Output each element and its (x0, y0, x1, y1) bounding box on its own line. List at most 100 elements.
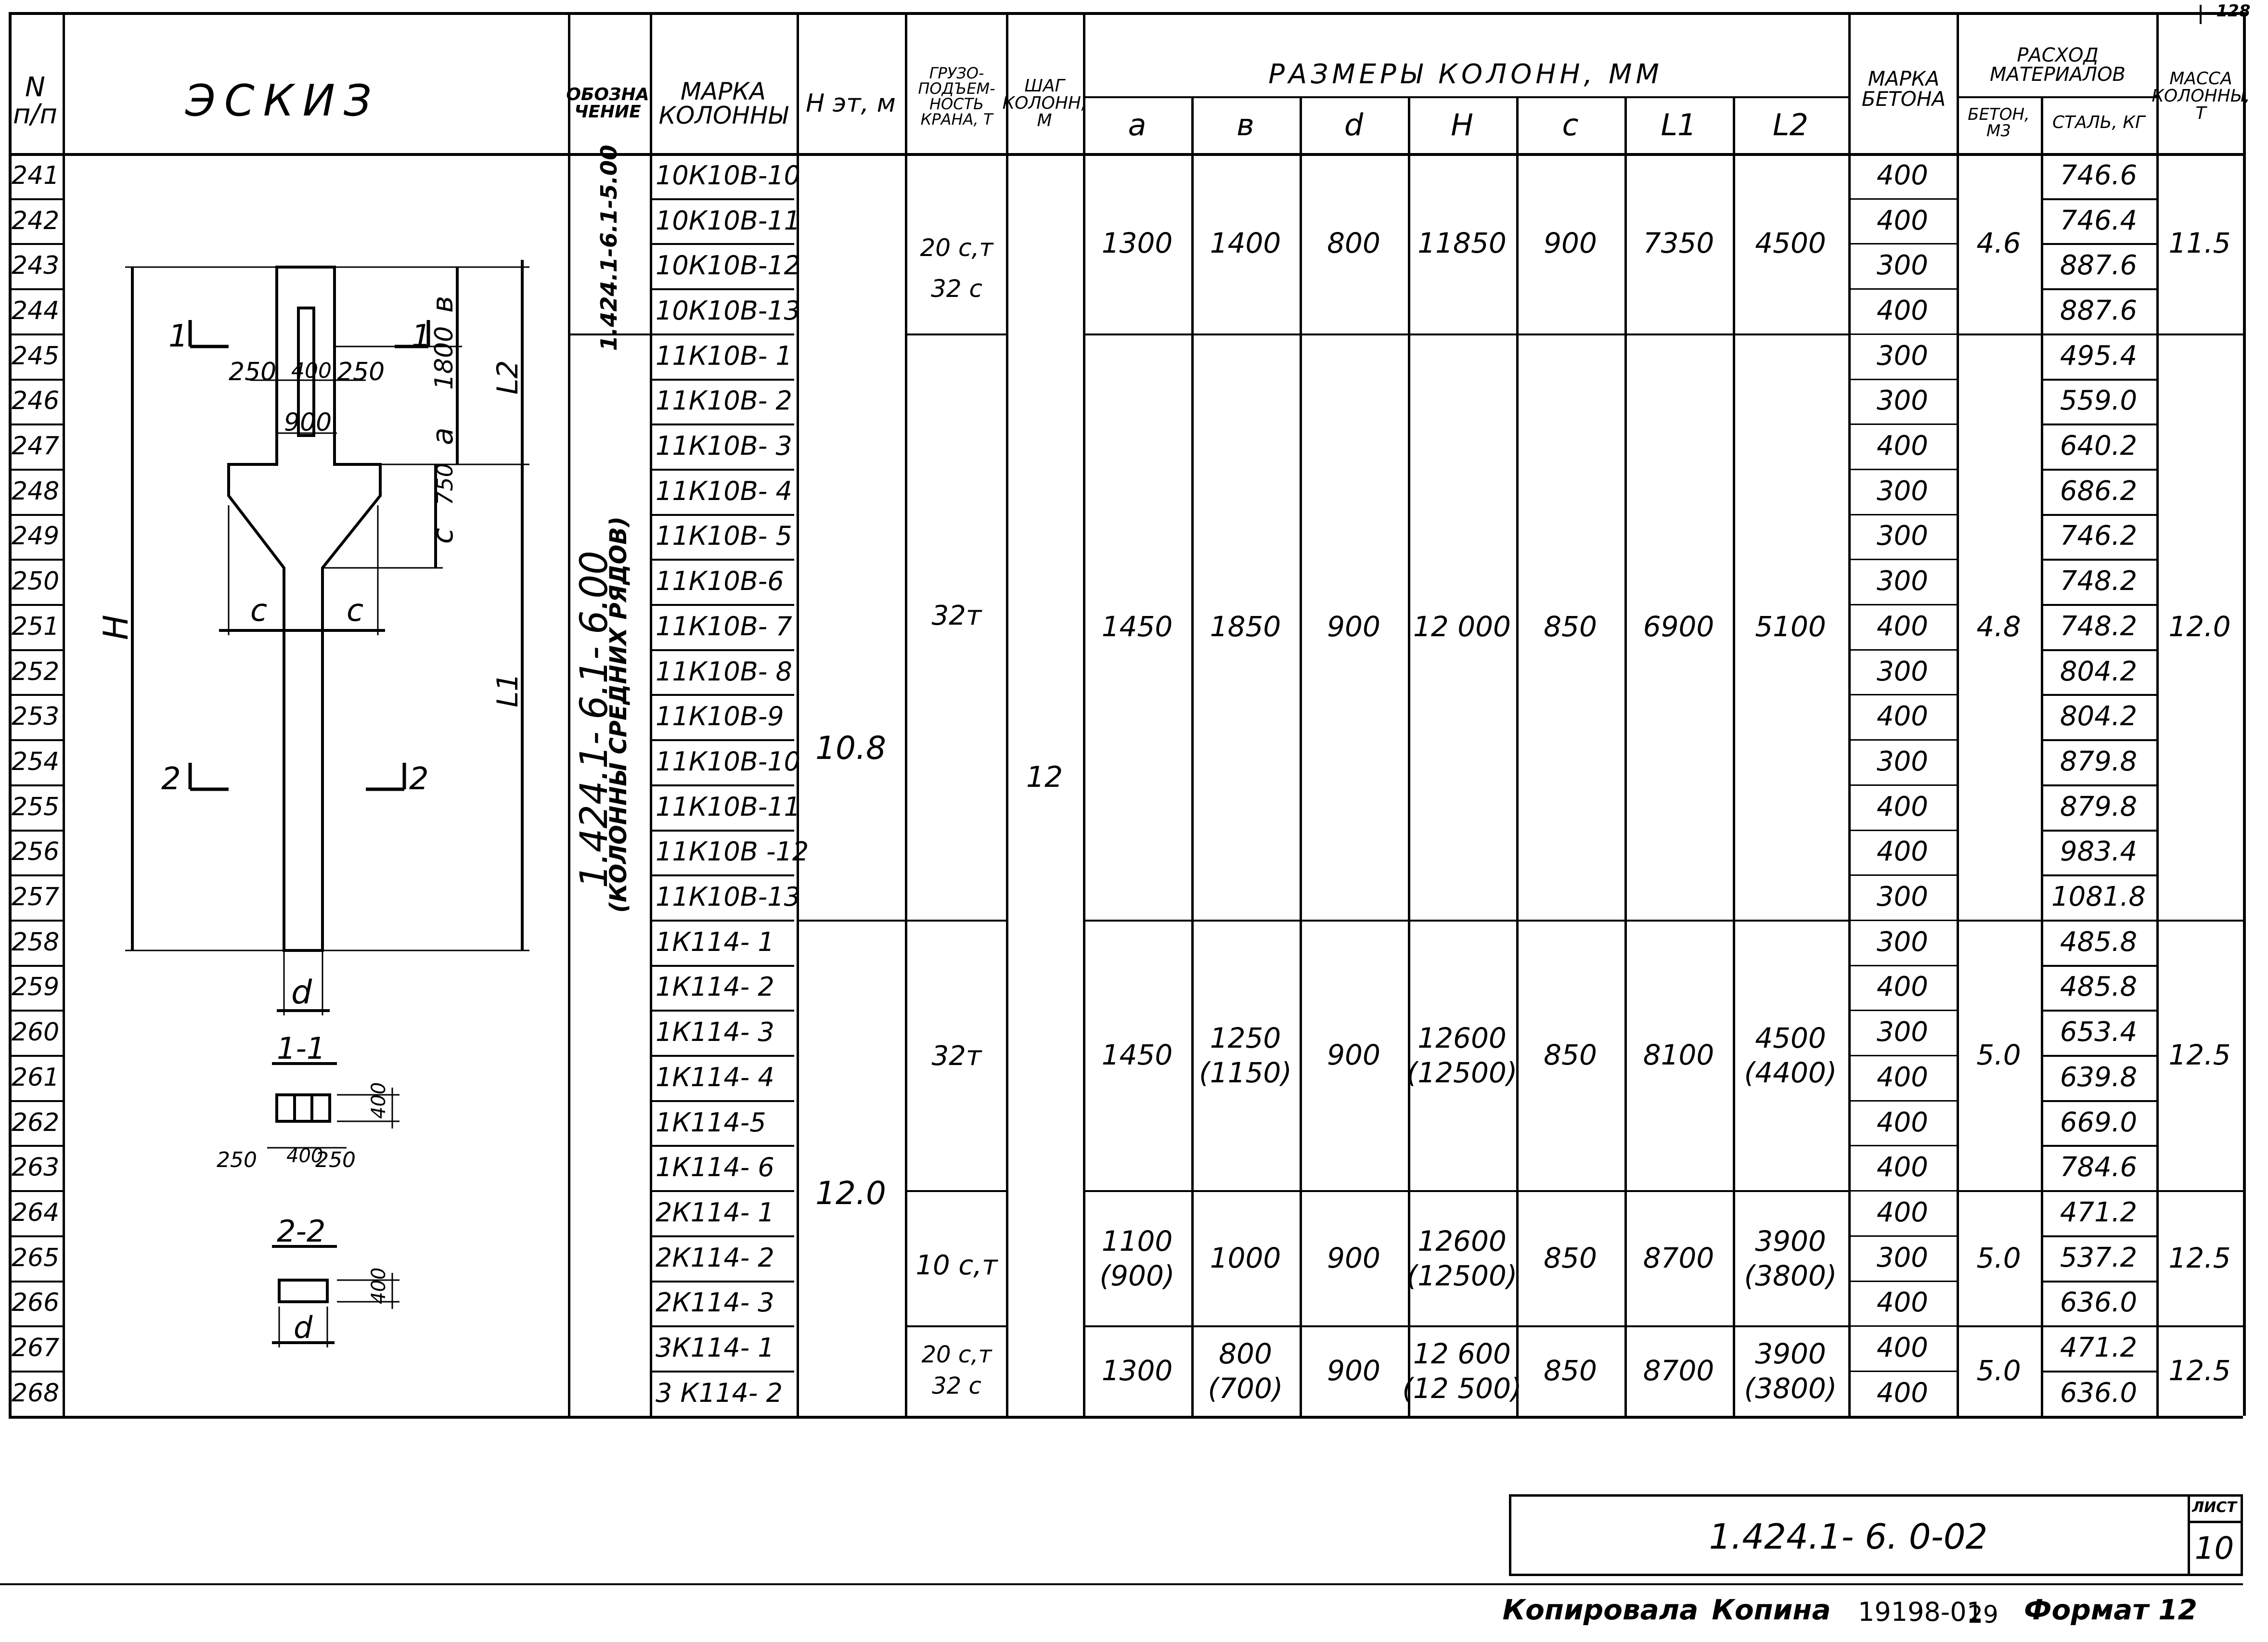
s-400c: 400 (368, 1268, 390, 1304)
row-concrete-mark: 400 (1877, 159, 1928, 191)
row-line (9, 694, 63, 696)
crane-g5b: 32 с (932, 1373, 981, 1399)
designation-line (568, 333, 650, 335)
column-line (1957, 12, 1959, 1416)
row-number: 241 (12, 161, 60, 190)
row-line (2041, 513, 2156, 516)
row-mark: 11К10В-11 (656, 791, 801, 822)
crane-g1b: 32 с (930, 275, 982, 303)
row-line (1848, 1325, 1957, 1327)
row-line (1848, 1370, 1957, 1372)
row-mark: 11К10В-9 (656, 701, 784, 732)
row-line (9, 784, 63, 786)
row-mark: 11К10В-6 (656, 566, 784, 597)
row-concrete-mark: 300 (1877, 926, 1928, 958)
column-line (1006, 12, 1008, 1416)
row-steel: 639.8 (2060, 1061, 2138, 1093)
materials-sub-rule (1957, 96, 2156, 98)
row-number: 268 (12, 1378, 60, 1408)
row-line (2041, 198, 2156, 200)
row-line (1848, 423, 1957, 425)
column-line (905, 12, 907, 1416)
size-col-c: c (1562, 107, 1579, 142)
row-line (650, 378, 794, 381)
crane-line (905, 1190, 1006, 1193)
size-col-d: d (1344, 107, 1364, 142)
row-mark: 2К114- 3 (656, 1287, 774, 1318)
dim-900: 900 (284, 408, 332, 437)
row-number: 267 (12, 1334, 60, 1363)
row-line (650, 784, 794, 786)
row-number: 254 (12, 747, 60, 776)
row-line (9, 1190, 63, 1193)
header-concrete: БЕТОН, М3 (1968, 105, 2030, 141)
row-line (2041, 874, 2156, 877)
size-col-L1: L1 (1661, 107, 1697, 142)
row-line (9, 1010, 63, 1012)
lbl-v: в (426, 296, 460, 313)
group-0-L1: 7350 (1643, 227, 1714, 260)
column-line (2156, 12, 2159, 1416)
row-line (2041, 964, 2156, 967)
row-line (9, 604, 63, 606)
row-line (650, 829, 794, 832)
lbl-c2: c (250, 593, 267, 629)
group-2-L1: 8100 (1643, 1039, 1714, 1071)
stamp-code: 1.424.1- 6. 0-02 (1709, 1516, 1988, 1557)
cut-2b: 2 (409, 761, 429, 797)
row-mark: 1К114- 1 (656, 926, 774, 957)
row-concrete-mark: 300 (1877, 475, 1928, 507)
crane-g3: 32т (931, 1040, 982, 1072)
row-concrete-mark: 400 (1877, 1287, 1928, 1319)
designation-2: 1.424.1- 6.1- 6.00 (КОЛОННЫ СРЕДНИХ РЯДО… (573, 516, 632, 913)
row-line (2041, 919, 2156, 922)
sheet-corner-number: 128 (2216, 1, 2251, 21)
stamp-list-num: 10 (2194, 1530, 2234, 1566)
row-line (1848, 964, 1957, 966)
row-steel: 804.2 (2060, 701, 2138, 732)
table-top (9, 12, 2243, 15)
row-steel: 653.4 (2060, 1016, 2138, 1048)
stamp-box (1509, 1494, 2241, 1576)
row-line (2041, 468, 2156, 471)
group-4-vol: 5.0 (1976, 1354, 2021, 1387)
group-0-vol: 4.6 (1976, 227, 2021, 260)
row-number: 244 (12, 296, 60, 325)
row-steel: 746.6 (2060, 159, 2138, 191)
footer-name: Копина (1712, 1593, 1831, 1626)
row-line (1848, 559, 1957, 561)
row-concrete-mark: 400 (1877, 295, 1928, 326)
row-line (2041, 1370, 2156, 1373)
row-mark: 1К114-5 (656, 1107, 766, 1138)
s-250a: 250 (217, 1148, 257, 1172)
group-line (2156, 1325, 2243, 1328)
row-line (2041, 1325, 2156, 1328)
row-steel: 471.2 (2060, 1332, 2138, 1364)
group-2-mass: 12.5 (2168, 1039, 2231, 1071)
row-mark: 11К10В-13 (656, 882, 801, 912)
header-mass: МАССА КОЛОННЫ, Т (2152, 69, 2250, 123)
header-floor-h: H эт, м (806, 89, 896, 118)
row-line (650, 1055, 794, 1057)
row-line (9, 919, 63, 922)
row-concrete-mark: 400 (1877, 1061, 1928, 1093)
group-3-b: 1000 (1210, 1241, 1281, 1274)
group-4-L22: (3800) (1744, 1372, 1837, 1405)
row-line (1848, 243, 1957, 245)
row-line (1848, 288, 1957, 290)
row-number: 242 (12, 206, 60, 235)
row-line (650, 198, 794, 200)
row-steel: 879.8 (2060, 745, 2138, 777)
crane-line (905, 333, 1006, 335)
group-4-H2: (12 500) (1402, 1372, 1522, 1405)
row-line (1848, 198, 1957, 200)
group-line (1083, 919, 1848, 922)
row-line (1848, 1055, 1957, 1056)
row-line (9, 559, 63, 561)
row-steel: 746.4 (2060, 205, 2138, 236)
row-concrete-mark: 300 (1877, 655, 1928, 687)
row-line (2041, 739, 2156, 742)
row-line (2041, 829, 2156, 832)
row-concrete-mark: 300 (1877, 340, 1928, 372)
row-line (650, 1190, 794, 1193)
